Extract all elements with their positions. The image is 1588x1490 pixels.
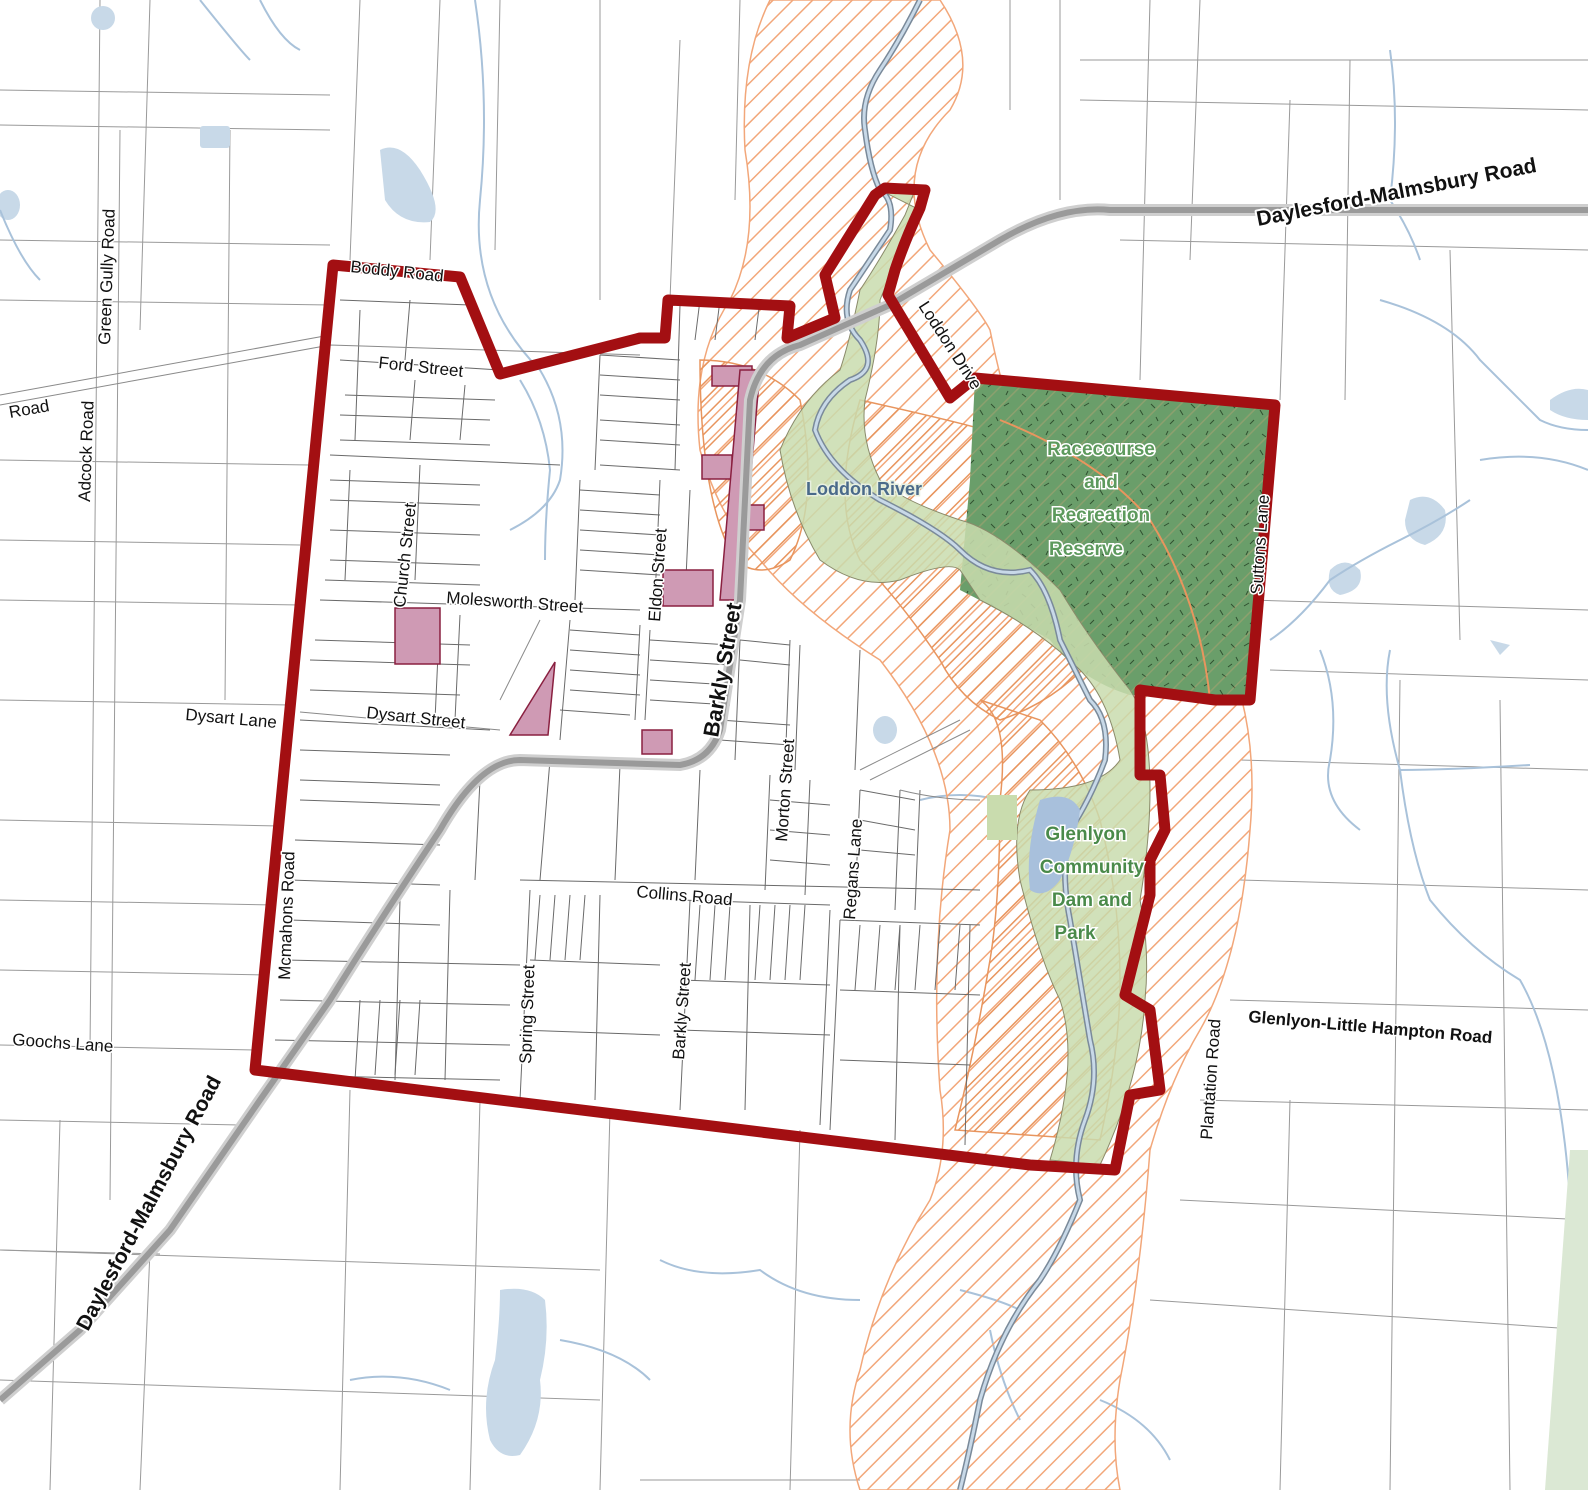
road-label-spring-street: Spring Street xyxy=(516,964,538,1064)
road-label-boddy-road: Boddy Road xyxy=(350,257,445,286)
glenlyon-dam-label-line-2: Community xyxy=(1040,857,1145,878)
water-bodies xyxy=(0,6,1588,1456)
glenlyon-dam-label-line-3: Dam and xyxy=(1052,890,1132,911)
small-reserve-patch xyxy=(987,795,1017,840)
road-label-collins-road: Collins Road xyxy=(636,882,734,909)
racecourse-flood-line xyxy=(999,419,1211,701)
glenlyon-dam-label: Glenlyon Community Dam and Park xyxy=(1038,823,1146,946)
road-label-ford-street: Ford Street xyxy=(378,353,465,381)
road-label-mcmahons-road: Mcmahons Road xyxy=(275,851,298,980)
road-label-morton-street: Morton Street xyxy=(772,738,798,842)
road-label-road-west: Road xyxy=(7,396,50,422)
road-label-adcock-road: Adcock Road xyxy=(75,400,98,502)
river-reserve-corridor xyxy=(779,189,1151,1166)
road-label-regans-lane: Regans Lane xyxy=(840,818,866,920)
glenlyon-dam-label-line-4: Park xyxy=(1054,923,1096,944)
road-label-daylesford-malmsbury-ne: Daylesford-Malmsbury Road xyxy=(1255,154,1539,231)
town-parcels xyxy=(269,299,981,1146)
road-label-daylesford-malmsbury-sw: Daylesford-Malmsbury Road xyxy=(72,1072,226,1334)
road-label-goochs-lane: Goochs Lane xyxy=(12,1030,114,1056)
main-road-daylesford-malmsbury xyxy=(0,203,1588,1405)
loddon-river-channel xyxy=(811,0,1109,1490)
town-streets xyxy=(0,334,981,801)
road-label-eldon-street: Eldon Street xyxy=(645,527,670,622)
racecourse-label: Racecourse and Recreation Reserve xyxy=(1046,438,1157,562)
road-label-molesworth-street: Molesworth Street xyxy=(446,588,584,617)
glenlyon-dam-label-line-1: Glenlyon xyxy=(1045,824,1126,845)
river-label: Loddon River xyxy=(806,479,922,499)
study-area-boundary xyxy=(249,182,1281,1176)
glenlyon-dam-water xyxy=(1028,796,1080,894)
road-label-church-street: Church Street xyxy=(390,502,420,609)
road-label-barkly-street-major: Barkly Street xyxy=(698,600,746,739)
road-label-plantation-road: Plantation Road xyxy=(1197,1018,1224,1140)
racecourse-label-line-1: Racecourse xyxy=(1047,439,1155,460)
road-label-glenlyon-little-hampton-road: Glenlyon-Little Hampton Road xyxy=(1248,1007,1493,1047)
road-label-dysart-street: Dysart Street xyxy=(366,703,467,732)
road-label-dysart-lane: Dysart Lane xyxy=(185,705,278,732)
east-green-strip xyxy=(1545,1150,1588,1490)
racecourse-label-line-2: and xyxy=(1084,472,1118,493)
road-label-green-gully-road: Green Gully Road xyxy=(95,208,119,345)
racecourse-label-line-4: Reserve xyxy=(1049,539,1123,560)
racecourse-label-line-3: Recreation xyxy=(1052,505,1150,526)
road-label-barkly-street-minor: Barkly Street xyxy=(669,962,695,1061)
